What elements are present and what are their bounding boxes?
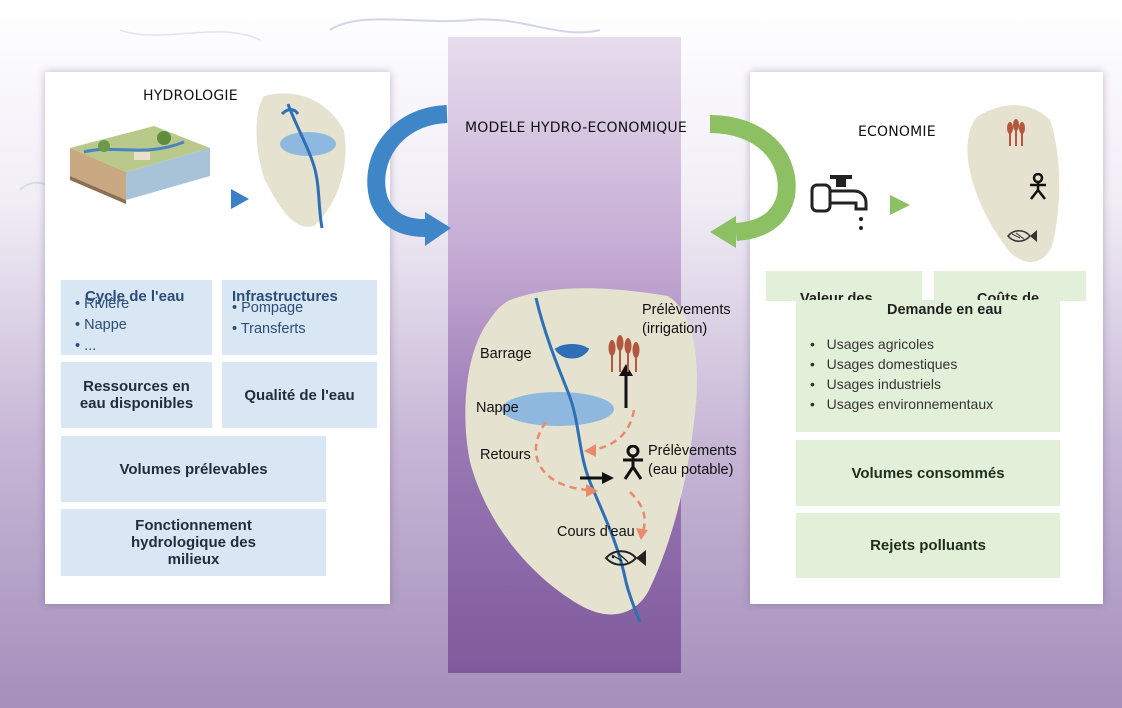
infra-item-pompage: • Pompage: [232, 300, 304, 316]
person-center-icon: [623, 445, 643, 480]
economy-title: ECONOMIE: [858, 124, 936, 140]
volumes-consommes-box: Volumes consommés: [796, 440, 1060, 506]
basin-left-icon: [256, 93, 346, 229]
faucet-icon: [810, 175, 868, 230]
cycle-item-riviere: • Rivière: [75, 296, 130, 312]
arrow-model-to-eco: [709, 115, 796, 248]
cycle-item-etc: • ...: [75, 338, 97, 354]
label-barrage: Barrage: [480, 346, 532, 362]
infra-item-transferts: • Transferts: [232, 321, 306, 337]
model-basin-map: [465, 288, 697, 623]
triangle-green-icon: [890, 195, 910, 215]
hydrology-title: HYDROLOGIE: [143, 88, 238, 104]
volumes-prelevables-box: Volumes prélevables: [61, 436, 326, 502]
wheat-icon: [1007, 119, 1025, 146]
landscape-block-icon: [70, 126, 210, 204]
usage-domestiques: • Usages domestiques: [810, 356, 958, 372]
fish-center-icon: [604, 550, 646, 566]
demande-box: Demande en eau • Usages agricoles • Usag…: [796, 300, 1060, 432]
fish-icon: [1007, 230, 1037, 242]
tab-couts: [934, 271, 1086, 301]
triangle-blue-icon: [231, 189, 249, 209]
model-title: MODELE HYDRO-ECONOMIQUE: [465, 120, 687, 136]
infra-heading: Infrastructures: [232, 288, 338, 305]
usage-environnementaux: • Usages environnementaux: [810, 396, 994, 412]
usage-agricoles: • Usages agricoles: [810, 336, 934, 352]
label-prelevements-potable: Prélèvements (eau potable): [648, 443, 737, 478]
cycle-box: Cycle de l'eau • Rivière • Nappe • ...: [61, 280, 212, 355]
tab-valeur: [766, 271, 922, 301]
label-nappe: Nappe: [476, 400, 519, 416]
cycle-item-nappe: • Nappe: [75, 317, 127, 333]
quality-box: Qualité de l'eau: [222, 362, 377, 428]
label-retours: Retours: [480, 447, 531, 463]
label-cours-eau: Cours d'eau: [557, 524, 635, 540]
rejets-polluants-box: Rejets polluants: [796, 513, 1060, 578]
usage-industriels: • Usages industriels: [810, 376, 941, 392]
fonctionnement-box: Fonctionnement hydrologique des milieux: [61, 509, 326, 576]
resources-box: Ressources en eau disponibles: [61, 362, 212, 428]
arrow-hydro-to-model: [367, 105, 451, 246]
label-prelevements-irrigation: Prélèvements (irrigation): [642, 302, 731, 337]
infrastructure-box: Infrastructures • Pompage • Transferts: [222, 280, 377, 355]
person-icon: [1030, 173, 1046, 200]
cycle-heading: Cycle de l'eau: [85, 288, 185, 305]
basin-right-icon: [967, 105, 1060, 263]
demande-heading: Demande en eau: [887, 302, 1003, 318]
wheat-center-icon: [608, 335, 640, 372]
